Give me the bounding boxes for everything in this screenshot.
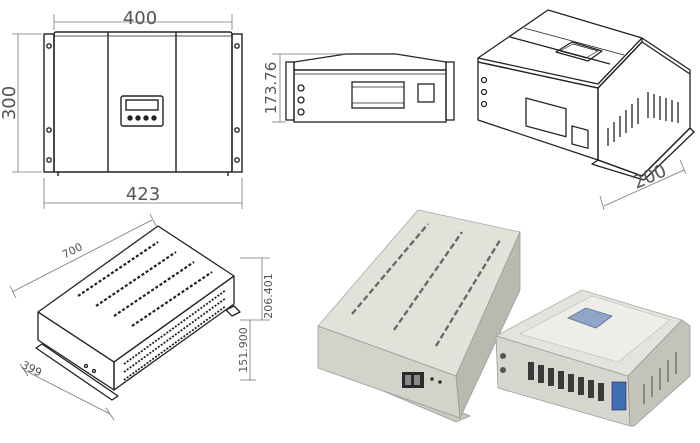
iso-box-drawing [35,225,241,401]
photo-box-unit [317,209,521,423]
front-view-dimensions [12,14,243,209]
dim-box-width: 399 [19,358,44,379]
dim-iso-depth: 200 [630,160,670,193]
photo-lcd [567,307,613,329]
side-view-dimensions [272,53,344,123]
side-view-drawing [285,53,455,123]
dim-front-height: 300 [0,86,20,120]
iso-controller-dimensions [599,159,687,211]
dim-box-height-lower: 151.900 [237,327,250,373]
dim-front-base-width: 423 [126,184,160,205]
iso-controller-drawing [477,9,695,181]
photo-controller-unit [494,289,691,427]
dim-front-width: 400 [123,8,157,29]
front-view-drawing [43,31,243,176]
dim-box-height-upper: 206.401 [262,273,275,319]
dim-side-height: 173.76 [262,62,280,115]
iso-box-dimensions [9,213,270,421]
dim-box-length: 700 [60,240,85,261]
